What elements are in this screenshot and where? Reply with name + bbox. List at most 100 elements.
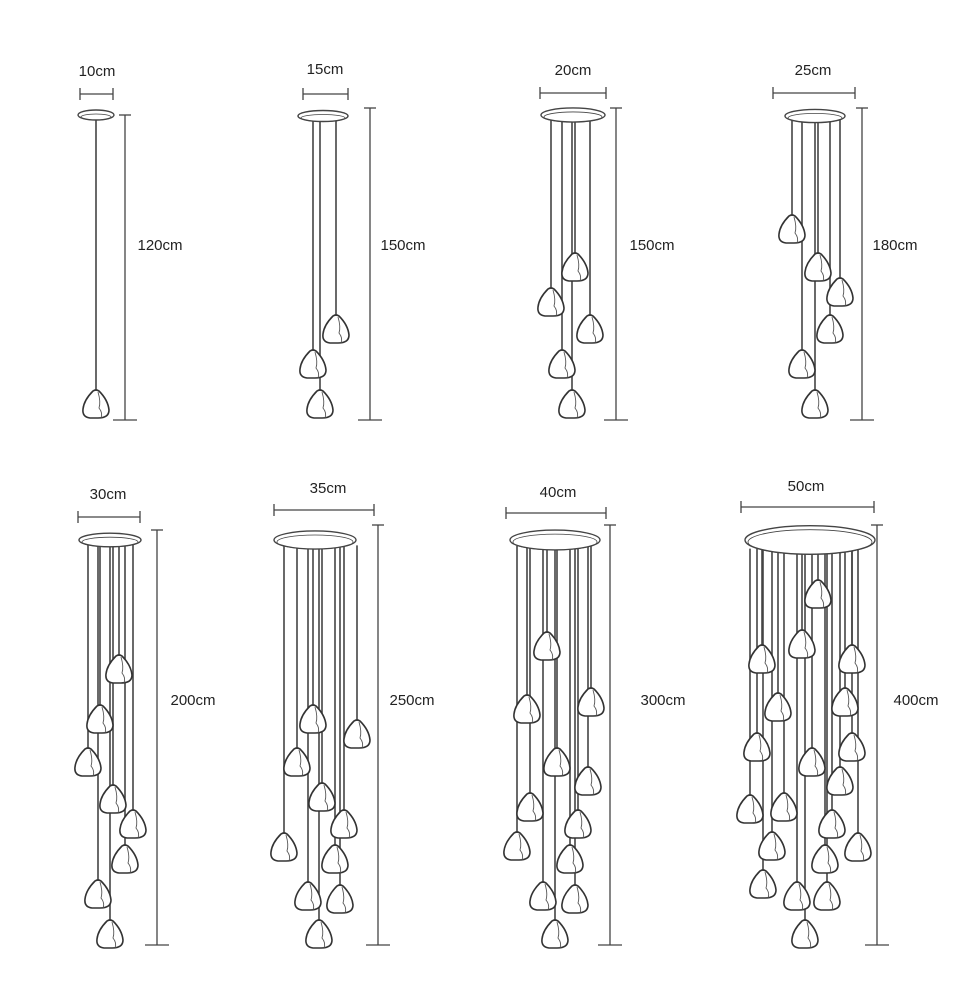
height-dimension: 150cm: [604, 107, 675, 421]
height-dimension: 300cm: [598, 524, 686, 946]
pendant-lamp: 40cm 300cm: [503, 484, 686, 949]
height-label: 400cm: [893, 692, 938, 709]
glass-bulb: [299, 349, 327, 379]
glass-bulb: [343, 719, 371, 749]
canopy-rim: [787, 113, 843, 124]
glass-bulb: [788, 349, 816, 379]
glass-bulb: [503, 831, 531, 861]
glass-bulb: [791, 919, 819, 949]
glass-bulb: [111, 844, 139, 874]
pendant-lamp: 35cm 250cm: [270, 480, 435, 949]
pendant-lamp: 30cm 200cm: [74, 486, 216, 949]
glass-bulb: [322, 314, 350, 344]
glass-bulb: [308, 782, 336, 812]
glass-bulb: [305, 919, 333, 949]
glass-bulb: [270, 832, 298, 862]
glass-bulb: [105, 654, 133, 684]
glass-bulb: [96, 919, 124, 949]
glass-bulb: [804, 252, 832, 282]
glass-bulb: [326, 884, 354, 914]
glass-bulb: [831, 687, 859, 717]
width-dimension: 40cm: [505, 484, 607, 519]
glass-bulb: [561, 884, 589, 914]
glass-bulb: [84, 879, 112, 909]
glass-bulb: [758, 831, 786, 861]
width-label: 20cm: [555, 62, 592, 79]
glass-bulb: [541, 919, 569, 949]
glass-bulb: [330, 809, 358, 839]
glass-bulb: [283, 747, 311, 777]
canopy-rim: [80, 113, 112, 121]
glass-bulb: [736, 794, 764, 824]
height-label: 120cm: [137, 237, 182, 254]
glass-bulb: [764, 692, 792, 722]
pendant-lamp: 20cm 150cm: [537, 62, 675, 421]
canopy-rim: [300, 114, 346, 122]
pendant-lamp: 10cm 120cm: [77, 63, 183, 421]
glass-bulb: [811, 844, 839, 874]
width-label: 40cm: [540, 484, 577, 501]
height-label: 150cm: [629, 237, 674, 254]
glass-bulb: [561, 252, 589, 282]
height-label: 300cm: [640, 692, 685, 709]
glass-bulb: [778, 214, 806, 244]
glass-bulb: [564, 809, 592, 839]
width-label: 50cm: [788, 478, 825, 495]
glass-bulb: [826, 277, 854, 307]
glass-bulb: [82, 389, 110, 419]
width-label: 25cm: [795, 62, 832, 79]
glass-bulb: [748, 644, 776, 674]
canopy-rim: [81, 536, 139, 548]
width-dimension: 35cm: [273, 480, 375, 516]
width-dimension: 30cm: [77, 486, 141, 523]
glass-bulb: [818, 809, 846, 839]
glass-bulb: [533, 631, 561, 661]
height-dimension: 200cm: [145, 529, 216, 946]
glass-bulb: [299, 704, 327, 734]
height-dimension: 180cm: [850, 107, 918, 421]
width-label: 10cm: [79, 63, 116, 80]
glass-bulb: [783, 881, 811, 911]
pendant-lamp: 50cm 400cm: [736, 478, 939, 949]
canopy-rim: [543, 111, 603, 123]
glass-bulb: [119, 809, 147, 839]
width-label: 30cm: [90, 486, 127, 503]
glass-bulb: [574, 766, 602, 796]
glass-bulb: [74, 747, 102, 777]
glass-bulb: [844, 832, 872, 862]
glass-bulb: [556, 844, 584, 874]
glass-bulb: [576, 314, 604, 344]
glass-bulb: [816, 314, 844, 344]
height-label: 200cm: [170, 692, 215, 709]
glass-bulb: [543, 747, 571, 777]
glass-bulb: [99, 784, 127, 814]
pendant-lamp: 25cm 180cm: [772, 62, 918, 421]
glass-bulb: [801, 389, 829, 419]
glass-bulb: [838, 644, 866, 674]
glass-bulb: [798, 747, 826, 777]
glass-bulb: [577, 687, 605, 717]
height-label: 180cm: [872, 237, 917, 254]
glass-bulb: [788, 629, 816, 659]
glass-bulb: [770, 792, 798, 822]
glass-bulb: [516, 792, 544, 822]
glass-bulb: [529, 881, 557, 911]
glass-bulb: [838, 732, 866, 762]
glass-bulb: [513, 694, 541, 724]
glass-bulb: [294, 881, 322, 911]
width-dimension: 50cm: [740, 478, 875, 513]
glass-bulb: [86, 704, 114, 734]
glass-bulb: [321, 844, 349, 874]
height-dimension: 120cm: [113, 114, 183, 421]
glass-bulb: [813, 881, 841, 911]
width-dimension: 25cm: [772, 62, 856, 99]
glass-bulb: [743, 732, 771, 762]
canopy-rim: [512, 533, 598, 551]
glass-bulb: [558, 389, 586, 419]
glass-bulb: [826, 766, 854, 796]
canopy-rim: [747, 529, 873, 555]
height-dimension: 250cm: [366, 524, 435, 946]
